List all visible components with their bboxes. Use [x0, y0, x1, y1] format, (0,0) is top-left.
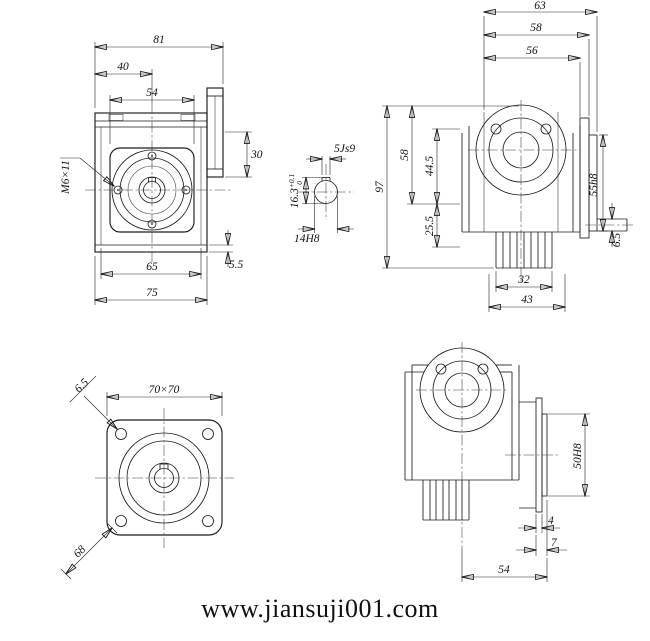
dim-side-upper-height: 58	[399, 149, 411, 161]
dim-front-base-step: 5.5	[229, 259, 244, 271]
corner-hole	[202, 428, 214, 440]
dim-front-cavity-width: 65	[146, 261, 158, 273]
dim-side-base-span: 43	[521, 294, 533, 306]
dim-side-shaft-tip-dia: 6.5	[611, 233, 623, 248]
label-screw-thread: M6×11	[60, 160, 72, 195]
dim-output-bore-dia: 50H8	[572, 443, 584, 469]
output-spigot	[588, 134, 598, 232]
dim-side-axis-distance: 44.5	[424, 156, 436, 176]
dim-side-fin-span: 32	[517, 274, 530, 286]
dim-side-spigot-dia: 55h8	[588, 173, 600, 196]
dim-diagonal-span: 68	[72, 543, 89, 560]
dim-hole-dia: 6.5	[73, 376, 92, 395]
dim-flange-size: 70×70	[149, 384, 180, 396]
dim-key-depth: 16.3+0.10	[287, 174, 304, 209]
dim-key-width: 5Js9	[334, 143, 355, 155]
shaft-keyway-section	[298, 164, 354, 220]
corner-hole	[115, 428, 127, 440]
dim-side-overall-height: 97	[374, 180, 386, 193]
dim-front-center-offset: 40	[117, 61, 129, 73]
output-side-view-outline	[404, 342, 560, 548]
bottom-flange-view-dimensions: 70×70 6.5 68	[60, 375, 223, 580]
dim-front-overall-width: 81	[153, 34, 165, 46]
front-view-outline	[85, 87, 232, 262]
dim-side-overall-depth: 63	[534, 0, 546, 12]
dim-side-input-axis-height: 25.5	[424, 216, 436, 236]
corner-hole	[202, 515, 214, 527]
side-flange-plate	[206, 87, 224, 178]
dim-front-flange-height: 30	[250, 149, 263, 161]
output-side-view-dimensions: 50H8 4 7 54	[461, 413, 590, 582]
dim-front-flange-width: 54	[146, 87, 158, 99]
corner-hole	[115, 515, 127, 527]
front-view-dimensions: 81 40 54 M6×11 30 65 75 5.5	[60, 34, 263, 305]
watermark-url: www.jiansuji001.com	[201, 594, 438, 623]
shaft-keyway-dimensions: 5Js9 16.3+0.10 14H8	[287, 143, 355, 245]
side-view-dimensions: 63 58 56 97 58 44.5 25.5 55h8 6.5 32	[374, 0, 623, 312]
bottom-flange-view-outline	[95, 408, 234, 548]
dim-side-housing-depth: 56	[526, 45, 538, 57]
dim-flange-offset: 54	[498, 564, 510, 576]
side-view-outline	[461, 100, 634, 283]
dim-side-flange-face-depth: 58	[530, 22, 542, 34]
dim-flange-thickness: 7	[551, 537, 558, 549]
dim-bore-dia: 14H8	[294, 233, 320, 245]
dim-front-body-width: 75	[146, 287, 158, 299]
dim-plate-step: 4	[548, 515, 554, 527]
square-flange	[106, 419, 223, 536]
